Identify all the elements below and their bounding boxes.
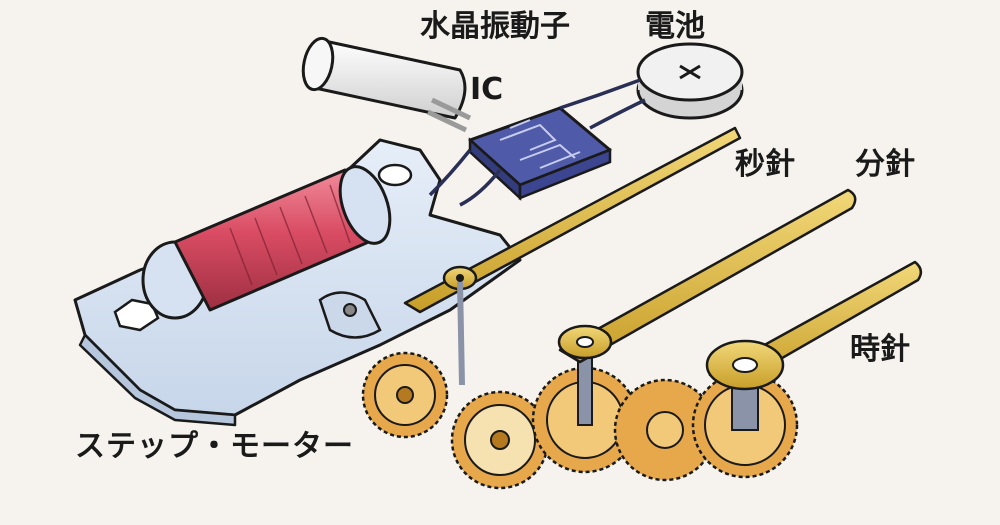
battery-label: 電池: [645, 9, 705, 44]
gear-center: [531, 344, 639, 474]
ic-label: IC: [470, 72, 504, 107]
crystal-oscillator-label: 水晶振動子: [420, 9, 570, 44]
ic-chip: [468, 106, 612, 201]
hour-hand: [705, 260, 923, 391]
hour-hand-label: 時針: [850, 332, 910, 367]
battery: [636, 42, 744, 120]
second-hand: [403, 126, 742, 386]
minute-hand: [557, 188, 857, 364]
gear-mid-right: [613, 378, 717, 482]
motor-coil: [141, 165, 392, 320]
second-hand-label: 秒針: [735, 147, 795, 182]
crystal-oscillator: [301, 36, 472, 133]
wires: [428, 78, 646, 207]
gear-mid-left: [450, 390, 550, 490]
minute-hand-label: 分針: [855, 147, 915, 182]
base-plate: [73, 138, 522, 427]
gear-left: [361, 351, 449, 439]
step-motor-label: ステップ・モーター: [75, 429, 354, 464]
